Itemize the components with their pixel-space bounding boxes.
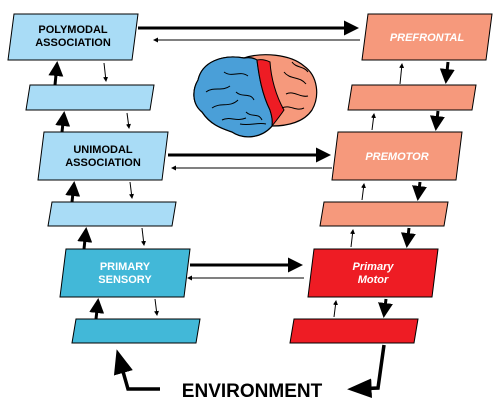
- primary-motor-label-line1: Primary: [353, 261, 395, 273]
- unimodal-label-line1: UNIMODAL: [73, 144, 133, 156]
- primary-motor-box: Primary Motor: [307, 248, 439, 298]
- prefrontal-box: PREFRONTAL: [361, 13, 493, 61]
- unimodal-association-box: UNIMODAL ASSOCIATION: [37, 131, 169, 181]
- relay-bar-lower-right: [289, 318, 419, 344]
- premotor-label: PREMOTOR: [365, 151, 428, 163]
- relay-bar-middle-right: [319, 201, 449, 227]
- left-descending-arrows: [103, 62, 159, 316]
- brain-illustration: [193, 54, 318, 138]
- primary-sensory-label-line2: SENSORY: [98, 274, 152, 286]
- primary-sensory-label-line1: PRIMARY: [100, 261, 151, 273]
- relay-bar-upper-left: [25, 84, 155, 111]
- primary-sensory-box: PRIMARY SENSORY: [59, 248, 191, 298]
- right-ascending-arrows: [333, 63, 405, 318]
- relay-bar-upper-right: [347, 84, 477, 111]
- unimodal-label-line2: ASSOCIATION: [65, 157, 141, 169]
- left-ascending-arrows: [48, 61, 105, 320]
- environment-label: ENVIRONMENT: [182, 381, 323, 402]
- polymodal-label-line1: POLYMODAL: [38, 24, 108, 36]
- relay-bar-lower-left: [71, 318, 201, 344]
- primary-motor-label-line2: Motor: [358, 274, 389, 286]
- premotor-box: PREMOTOR: [331, 131, 463, 181]
- horizontal-connections: [138, 20, 360, 281]
- polymodal-association-box: POLYMODAL ASSOCIATION: [7, 13, 139, 61]
- prefrontal-label: PREFRONTAL: [390, 32, 465, 44]
- relay-bar-middle-left: [47, 201, 177, 227]
- brain-sulci: [205, 61, 309, 126]
- environment-loop-arrows: [113, 344, 386, 399]
- polymodal-label-line2: ASSOCIATION: [35, 37, 111, 49]
- right-descending-arrows: [378, 61, 455, 318]
